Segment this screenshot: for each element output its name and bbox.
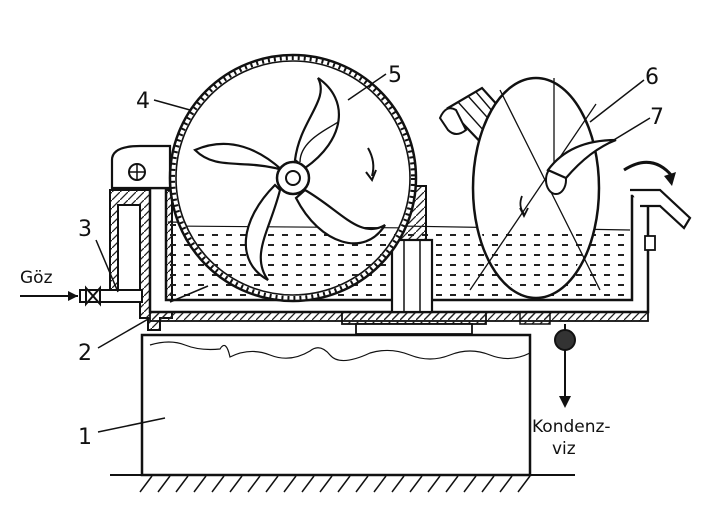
label-5: 5 — [388, 63, 402, 88]
label-6: 6 — [645, 65, 659, 90]
label-7: 7 — [650, 105, 664, 130]
ground-hatching — [110, 474, 575, 493]
label-4: 4 — [136, 89, 150, 114]
label-1: 1 — [78, 425, 92, 450]
steam-inlet-pipe — [20, 285, 143, 307]
paddle-wheel — [193, 77, 386, 281]
label-3: 3 — [78, 217, 92, 242]
foundation-base — [140, 333, 532, 477]
condensate-drain — [554, 324, 576, 408]
label-steam-in: Göz — [20, 268, 53, 288]
label-2: 2 — [78, 341, 92, 366]
small-drum — [469, 76, 676, 300]
label-condensate-2: viz — [552, 439, 576, 459]
leader-lines — [95, 73, 651, 433]
label-condensate-1: Kondenz- — [532, 417, 611, 437]
